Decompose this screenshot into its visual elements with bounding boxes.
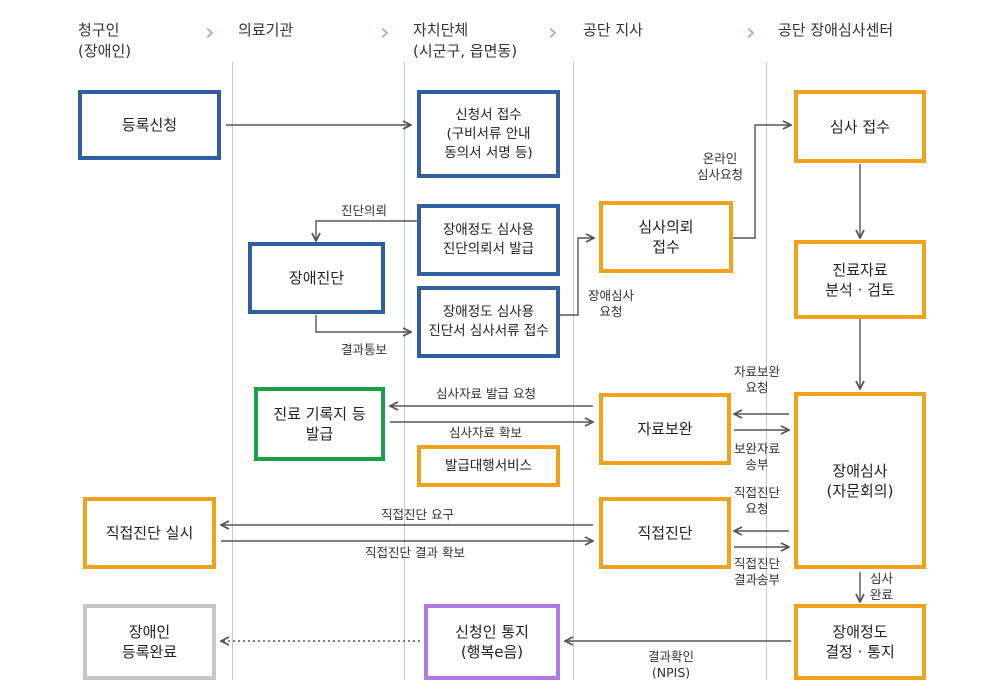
box-direct-exam: 직접진단 실시 (83, 497, 216, 569)
chevron-right-icon: › (380, 18, 390, 46)
lane-header-local-gov: 자치단체 (시군구, 읍면동) (413, 21, 518, 60)
box-proxy-issue-service: 발급대행서비스 (417, 445, 560, 487)
box-review-request-receipt: 심사의뢰 접수 (599, 201, 733, 273)
label-diag-request: 진단의뢰 (341, 203, 388, 218)
box-direct-diagnosis: 직접진단 (599, 497, 731, 569)
label-result-notice: 결과통보 (341, 342, 388, 357)
label-direct-request-2: 직접진단 요청 (734, 485, 781, 516)
box-review-receipt: 심사 접수 (794, 90, 926, 163)
label-issue-request: 심사자료 발급 요청 (436, 386, 536, 401)
box-disability-review: 장애심사 (자문회의) (794, 392, 926, 569)
arrow-to-branch (560, 238, 594, 316)
lane-header-claimant: 청구인 (장애인) (78, 21, 132, 60)
lane-divider (766, 62, 767, 680)
lane-header-hospital: 의료기관 (238, 21, 294, 39)
chevron-right-icon: › (548, 18, 558, 46)
box-registration-complete: 장애인 등록완료 (83, 604, 216, 680)
label-review-done: 심사 완료 (870, 571, 894, 602)
label-result-check: 결과확인 (NPIS) (648, 649, 695, 680)
arrow-result-notice (315, 315, 411, 332)
label-direct-request: 직접진단 요구 (381, 507, 454, 522)
chevron-right-icon: › (746, 18, 756, 46)
box-grade-decision: 장애정도 결정 · 통지 (794, 604, 926, 680)
lane-divider (573, 62, 574, 680)
lane-divider (232, 62, 233, 680)
label-online-review: 온라인 심사요청 (697, 151, 744, 182)
lane-header-review-center: 공단 장애심사센터 (778, 21, 894, 39)
box-registration-request: 등록신청 (78, 90, 221, 160)
box-disability-diagnosis: 장애진단 (248, 242, 385, 314)
arrow-diag-request (316, 220, 417, 241)
box-record-analysis: 진료자료 분석 · 검토 (794, 240, 926, 319)
box-application-receipt: 신청서 접수 (구비서류 안내 동의서 서명 등) (417, 90, 560, 178)
label-direct-send: 직접진단 결과송부 (734, 556, 781, 587)
label-supp-send: 보완자료 송부 (734, 441, 781, 472)
chevron-right-icon: › (205, 18, 215, 46)
box-applicant-notice: 신청인 통지 (행복e음) (424, 604, 560, 680)
lane-header-branch: 공단 지사 (583, 21, 643, 39)
box-medical-records-issue: 진료 기록지 등 발급 (254, 387, 385, 461)
box-diagnosis-form-issue: 장애정도 심사용 진단의뢰서 발급 (417, 204, 560, 276)
lane-divider (404, 62, 405, 680)
box-data-supplement: 자료보완 (599, 393, 731, 465)
label-confirm: 심사자료 확보 (449, 425, 522, 440)
label-supp-request: 자료보완 요청 (734, 364, 781, 395)
arrow-online-review (733, 125, 791, 239)
label-disability-review-request: 장애심사 요청 (588, 288, 635, 319)
box-diagnosis-doc-receipt: 장애정도 심사용 진단서 심사서류 접수 (417, 286, 560, 358)
label-direct-secure: 직접진단 결과 확보 (365, 545, 465, 560)
